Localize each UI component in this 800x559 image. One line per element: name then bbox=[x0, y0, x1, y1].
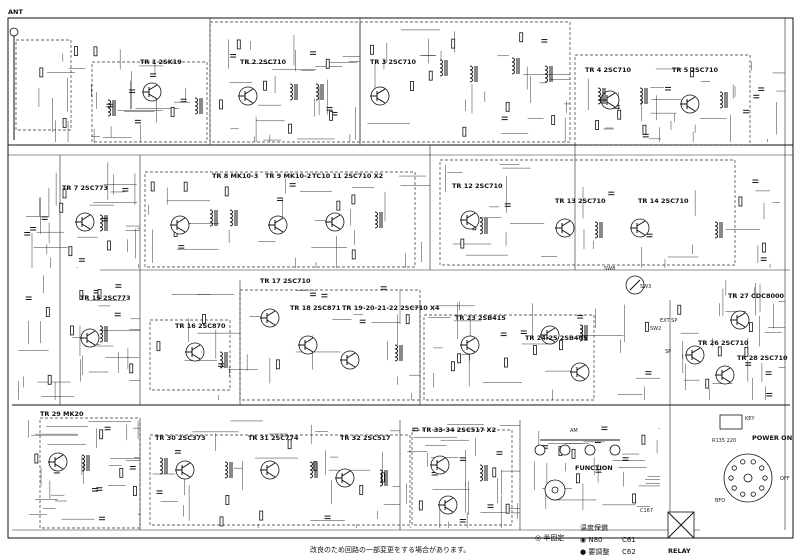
tr31-label: TR 31 2SC774 bbox=[248, 434, 299, 442]
tr27-label: TR 27 CDC8000 bbox=[728, 292, 785, 300]
tr18-label: TR 18 2SC871 bbox=[290, 304, 341, 312]
transistor-labels: TR 1 2SK19 TR 2 2SC710 TR 3 2SC710 TR 4 … bbox=[40, 58, 788, 442]
legend: ◎ 半固定 温度保償 ◉ N80 C61 ● 要調整 C62 bbox=[535, 523, 636, 556]
power-switch-icon bbox=[723, 453, 773, 503]
tr19-22-label: TR 19-20-21-22 2SC710 X4 bbox=[342, 304, 440, 312]
tr16-label: TR 16 2SC870 bbox=[175, 322, 226, 330]
antenna-label: ANT bbox=[8, 8, 23, 16]
shield-boxes bbox=[39, 21, 751, 529]
tr24-25-label: TR 24-25 2SB405 bbox=[525, 334, 588, 342]
sw3-label: SW3 bbox=[640, 284, 651, 290]
tr17-label: TR 17 2SC710 bbox=[260, 277, 311, 285]
function-switch-icon bbox=[534, 439, 621, 456]
tr30-label: TR 30 2SC373 bbox=[155, 434, 206, 442]
tc10-11-label: TC10 11 2SC710 X2 bbox=[312, 172, 383, 180]
sw8-label: SW8 bbox=[604, 266, 615, 272]
tr9-label: TR 9 MK10-2 bbox=[265, 172, 311, 180]
tr7-label: TR 7 2SC773 bbox=[62, 184, 108, 192]
c167-label: C167 bbox=[640, 508, 653, 514]
sw2-label: SW2 bbox=[650, 326, 661, 332]
key-jack-icon bbox=[544, 414, 743, 501]
transistor-symbols bbox=[48, 82, 750, 515]
coil-symbols bbox=[81, 57, 728, 487]
am-label: AM bbox=[570, 428, 578, 434]
tr32-label: TR 32 2SC517 bbox=[340, 434, 391, 442]
tr26-label: TR 26 2SC710 bbox=[698, 339, 749, 347]
wiring-network bbox=[18, 29, 785, 528]
legend-adjust: ● 要調整 bbox=[580, 547, 609, 556]
tr29-label: TR 29 MK20 bbox=[40, 410, 84, 418]
r135-label: R135 220 bbox=[712, 438, 736, 444]
legend-adjust-value: C62 bbox=[622, 548, 636, 556]
legend-temp-comp: 温度保償 bbox=[580, 523, 608, 532]
tr1-label: TR 1 2SK19 bbox=[140, 58, 182, 66]
relay-label: RELAY bbox=[668, 547, 691, 555]
tr4-label: TR 4 2SC710 bbox=[585, 66, 632, 74]
tr8-label: TR 8 MK10-3 bbox=[212, 172, 258, 180]
tr13-label: TR 13 2SC710 bbox=[555, 197, 606, 205]
tr14-label: TR 14 2SC710 bbox=[638, 197, 689, 205]
function-label: FUNCTION bbox=[575, 464, 613, 472]
bfo-label: BFO bbox=[715, 498, 725, 504]
power-on-label: POWER ON bbox=[752, 434, 792, 442]
tr23-label: TR 23 2SB415 bbox=[455, 314, 506, 322]
tr5-label: TR 5 2SC710 bbox=[672, 66, 719, 74]
ext-sp-label: EXT SP bbox=[660, 318, 677, 324]
relay-icon bbox=[667, 511, 695, 539]
footer-note: 改良のため回路の一部変更をする場合があります。 bbox=[310, 545, 470, 554]
bus-lines bbox=[7, 17, 794, 539]
key-label: KEY bbox=[745, 416, 755, 422]
tr12-label: TR 12 2SC710 bbox=[452, 182, 503, 190]
sp-label: SP bbox=[665, 349, 671, 355]
tr28-label: TR 28 2SC710 bbox=[737, 354, 788, 362]
tr15-label: TR 15 2SC773 bbox=[80, 294, 131, 302]
control-labels: FUNCTION POWER ON OFF RELAY KEY EXT SP S… bbox=[570, 266, 792, 555]
legend-npo-value: C61 bbox=[622, 536, 636, 544]
legend-semi-fixed: ◎ 半固定 bbox=[535, 533, 564, 542]
meter-icon bbox=[625, 275, 645, 295]
off-label: OFF bbox=[780, 476, 790, 482]
legend-npo: ◉ N80 bbox=[580, 536, 602, 544]
antenna-icon bbox=[9, 27, 72, 140]
tr3-label: TR 3 2SC710 bbox=[370, 58, 417, 66]
tr33-34-label: TR 33-34 2SC517 X2 bbox=[422, 426, 496, 434]
tr2-label: TR 2 2SC710 bbox=[240, 58, 287, 66]
